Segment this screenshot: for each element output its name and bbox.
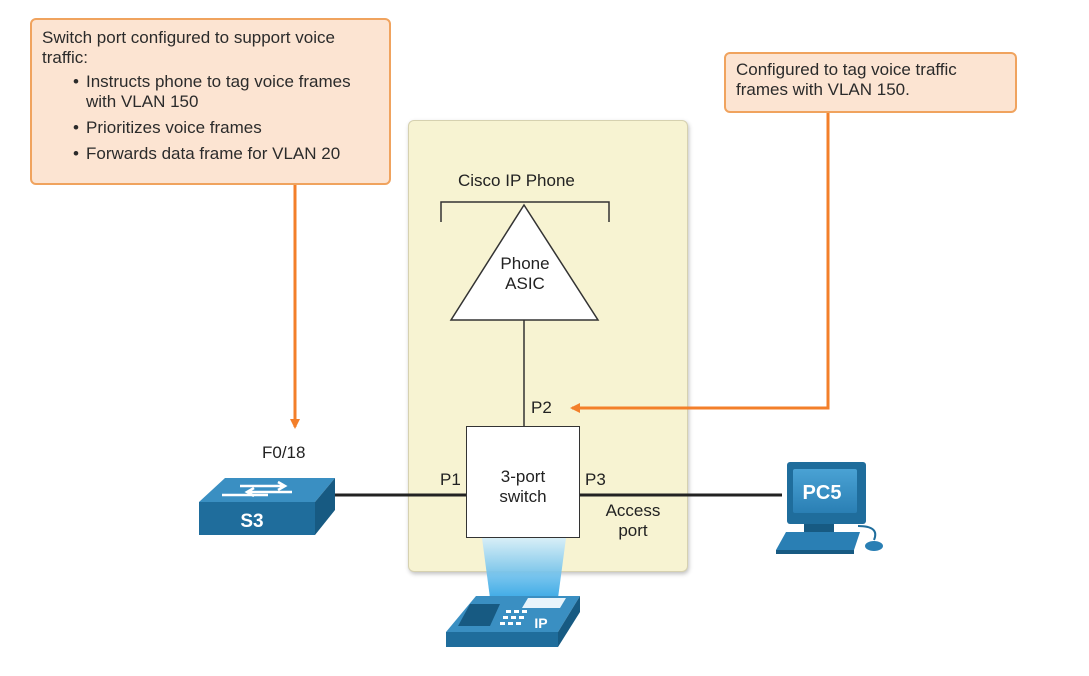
switch-s3-label: S3	[240, 511, 263, 532]
pc5-icon	[776, 462, 883, 554]
ip-phone-badge: IP	[534, 615, 547, 631]
callout-bullet-tag-voice: Instructs phone to tag voice frames with…	[73, 72, 379, 112]
arrow-callout-to-p2	[570, 113, 830, 413]
pc5-label: PC5	[803, 482, 842, 504]
phone-config-callout: Configured to tag voice traffic frames w…	[724, 52, 1017, 113]
callout-bullet-prioritize: Prioritizes voice frames	[73, 118, 379, 138]
switch-port-callout-list: Instructs phone to tag voice frames with…	[42, 72, 379, 164]
switch-port-callout-title: Switch port configured to support voice …	[42, 28, 335, 67]
three-port-switch-box	[466, 426, 580, 538]
callout-bullet-forward-data: Forwards data frame for VLAN 20	[73, 144, 379, 164]
port-p2-label: P2	[531, 398, 552, 417]
ip-phone-icon	[446, 596, 580, 647]
phone-bracket	[440, 201, 610, 222]
access-port-label: Access port	[605, 501, 661, 540]
switch-s3-icon	[199, 478, 335, 535]
port-p1-label: P1	[440, 470, 461, 489]
port-p3-label: P3	[585, 470, 606, 489]
switch-port-callout: Switch port configured to support voice …	[30, 18, 391, 185]
cisco-ip-phone-title: Cisco IP Phone	[458, 171, 575, 190]
switch-port-f0-18-label: F0/18	[262, 443, 306, 462]
switch-to-phone-beam	[482, 538, 566, 598]
three-port-switch-label: 3-port switch	[499, 467, 547, 506]
phone-asic-label: Phone ASIC	[500, 254, 550, 293]
phone-config-callout-text: Configured to tag voice traffic frames w…	[736, 60, 957, 99]
